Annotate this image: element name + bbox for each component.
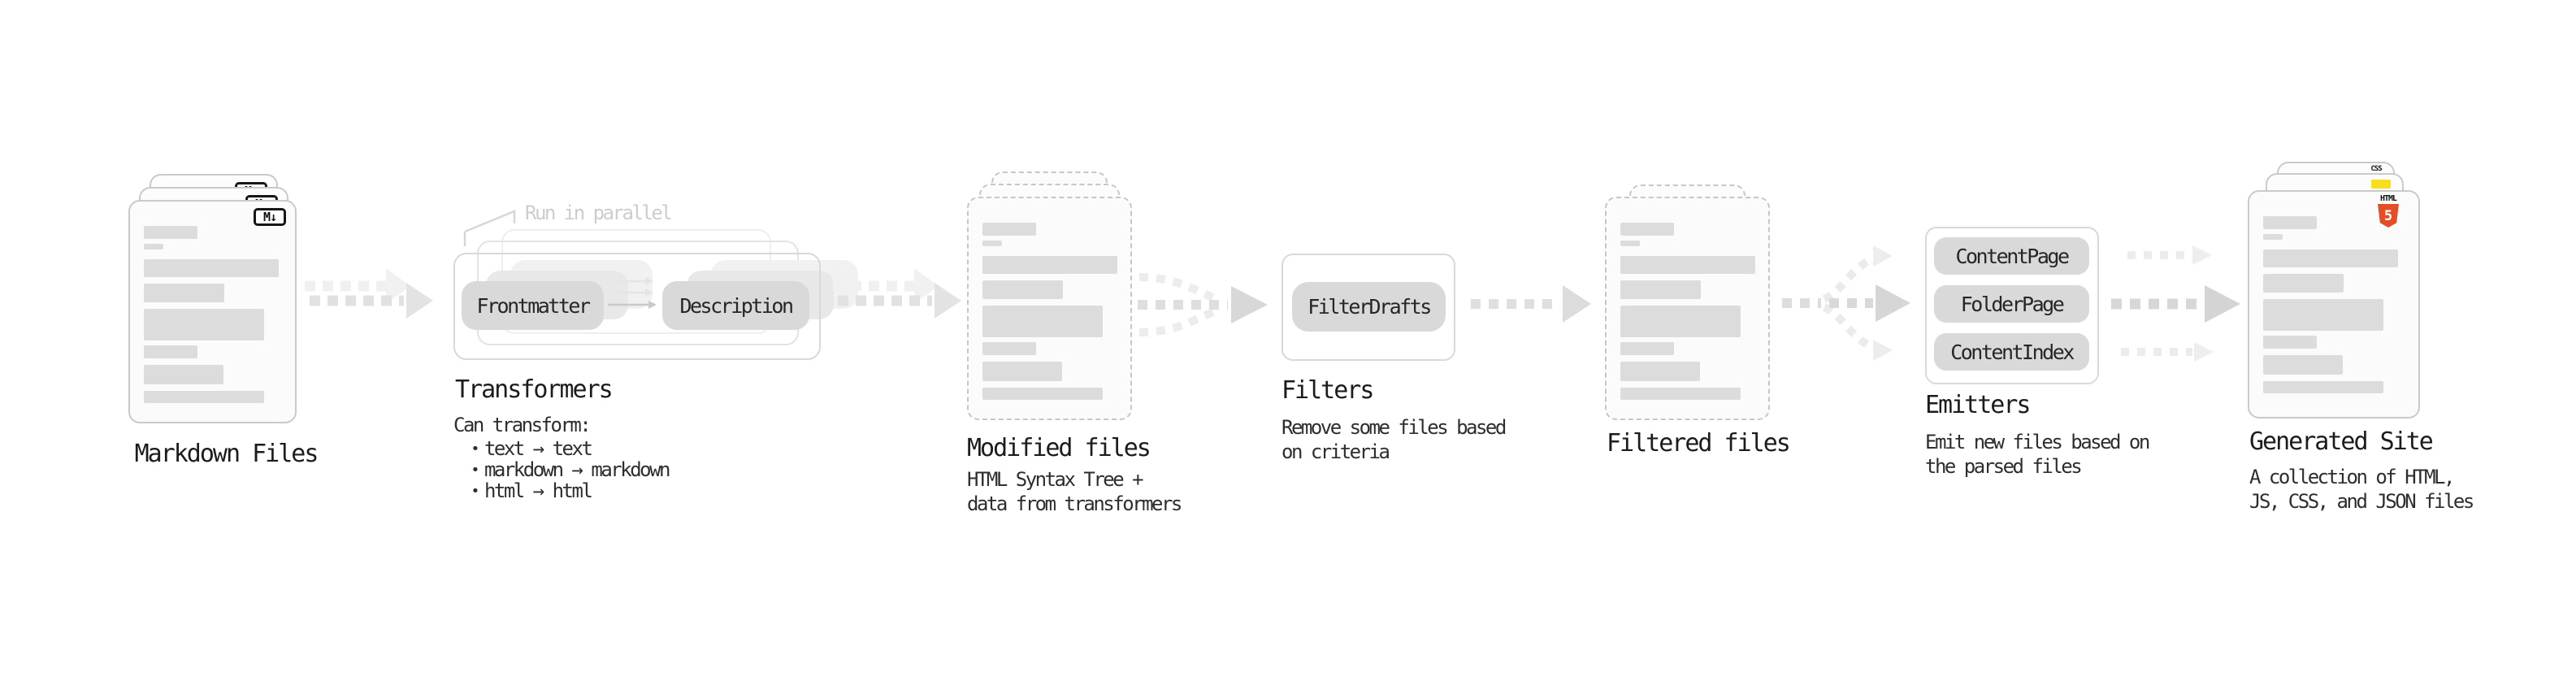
stage-desc-filters: Remove some files based on criteria bbox=[1281, 416, 1507, 463]
text-line-placeholder bbox=[1620, 223, 1674, 236]
text-line-placeholder bbox=[144, 365, 223, 384]
stage-desc-generated-site: A collection of HTML, JS, CSS, and JSON … bbox=[2249, 466, 2474, 513]
text-line-placeholder bbox=[1620, 388, 1741, 400]
bullet-glyph: • bbox=[471, 461, 479, 479]
stage-label-modified-files: Modified files bbox=[967, 434, 1151, 462]
modified-file-card-front bbox=[967, 197, 1132, 420]
bullet-glyph: • bbox=[471, 440, 479, 458]
flow-arrow-icon bbox=[305, 268, 433, 319]
text-line-placeholder bbox=[144, 345, 197, 358]
text-line-placeholder bbox=[1620, 256, 1755, 274]
html5-icon-shield: 5 bbox=[2378, 204, 2399, 228]
generated-file-card-front: HTML 5 bbox=[2248, 190, 2420, 419]
parallel-arrows-icon bbox=[608, 277, 657, 309]
bullet-item: • text → text bbox=[470, 438, 669, 459]
text-line-placeholder bbox=[982, 223, 1036, 236]
text-line-placeholder bbox=[144, 309, 264, 340]
stage-desc-modified-files: HTML Syntax Tree + data from transformer… bbox=[967, 468, 1182, 515]
text-line-placeholder bbox=[982, 256, 1117, 274]
html5-icon: HTML 5 bbox=[2371, 195, 2405, 231]
folderpage-pill: FolderPage bbox=[1934, 285, 2089, 323]
bullet-item: • html → html bbox=[470, 480, 669, 501]
text-line-placeholder bbox=[144, 284, 224, 302]
stage-transformers: Run in parallel Frontmatter Description … bbox=[453, 195, 858, 504]
text-line-placeholder bbox=[2263, 216, 2317, 229]
flow-arrow-icon bbox=[1471, 285, 1591, 323]
bullet-text: markdown → markdown bbox=[484, 458, 671, 481]
callout-line-icon bbox=[463, 210, 516, 246]
fanout-arrow-icon bbox=[1782, 245, 1910, 361]
text-line-placeholder bbox=[982, 306, 1103, 337]
stage-generated-site: CSS HTML 5 Generated Site A collection o… bbox=[2248, 162, 2475, 519]
stage-heading-filters: Filters bbox=[1281, 376, 1374, 405]
triple-arrow-icon bbox=[2111, 245, 2240, 362]
text-line-placeholder bbox=[1620, 241, 1640, 246]
text-line-placeholder bbox=[982, 362, 1062, 381]
text-line-placeholder bbox=[982, 241, 1002, 246]
text-line-placeholder bbox=[982, 342, 1036, 355]
text-line-placeholder bbox=[144, 391, 264, 403]
text-line-placeholder bbox=[982, 280, 1063, 299]
text-line-placeholder bbox=[2263, 336, 2317, 349]
filtered-file-card-front bbox=[1605, 197, 1770, 420]
css-icon-label: CSS bbox=[2370, 165, 2382, 173]
bullet-item: • markdown → markdown bbox=[470, 458, 671, 481]
html5-icon-label: HTML bbox=[2379, 194, 2397, 203]
stage-filters: FilterDrafts Filters Remove some files b… bbox=[1281, 254, 1525, 465]
merge-arrow-icon bbox=[1138, 273, 1268, 336]
markdown-file-card-front: M↓ bbox=[128, 200, 297, 423]
description-pill: Description bbox=[662, 281, 809, 330]
text-line-placeholder bbox=[1620, 362, 1700, 381]
text-line-placeholder bbox=[1620, 280, 1701, 299]
bullet-text: text → text bbox=[484, 437, 593, 460]
stage-markdown-files: M↓ M↓ M↓ Markdown Files bbox=[128, 174, 323, 475]
transformer-frame bbox=[453, 253, 821, 360]
stage-heading-emitters: Emitters bbox=[1925, 391, 2031, 419]
text-line-placeholder bbox=[2263, 234, 2283, 240]
flow-arrow-icon bbox=[833, 268, 961, 319]
stage-label-generated-site: Generated Site bbox=[2249, 427, 2434, 456]
text-line-placeholder bbox=[2263, 299, 2383, 331]
transform-bullet-list: • text → text • markdown → markdown • html … bbox=[470, 438, 671, 501]
frontmatter-pill: Frontmatter bbox=[462, 281, 604, 330]
stage-desc-emitters: Emit new files based on the parsed files bbox=[1925, 431, 2150, 478]
contentindex-pill: ContentIndex bbox=[1934, 333, 2089, 371]
text-line-placeholder bbox=[144, 244, 163, 249]
html5-icon-number: 5 bbox=[2383, 207, 2393, 224]
text-line-placeholder bbox=[144, 226, 197, 239]
bullet-glyph: • bbox=[471, 482, 479, 500]
markdown-icon: M↓ bbox=[254, 208, 286, 226]
text-line-placeholder bbox=[2263, 355, 2343, 375]
js-icon bbox=[2371, 180, 2391, 189]
stage-emitters: ContentPage FolderPage ContentIndex Emit… bbox=[1925, 227, 2169, 479]
text-line-placeholder bbox=[1620, 342, 1674, 355]
filterdrafts-pill: FilterDrafts bbox=[1292, 282, 1446, 332]
stage-label-markdown-files: Markdown Files bbox=[134, 440, 319, 468]
text-line-placeholder bbox=[982, 388, 1103, 400]
run-in-parallel-label: Run in parallel bbox=[525, 202, 673, 224]
text-line-placeholder bbox=[2263, 381, 2383, 393]
text-line-placeholder bbox=[2263, 274, 2344, 293]
text-line-placeholder bbox=[1620, 306, 1741, 337]
contentpage-pill: ContentPage bbox=[1934, 237, 2089, 275]
stage-label-filtered-files: Filtered files bbox=[1607, 429, 1791, 458]
stage-heading-transformers: Transformers bbox=[455, 375, 614, 404]
text-line-placeholder bbox=[144, 259, 279, 277]
stage-modified-files: Modified files HTML Syntax Tree + data f… bbox=[967, 171, 1195, 515]
can-transform-note: Can transform: bbox=[453, 414, 592, 436]
text-line-placeholder bbox=[2263, 249, 2398, 267]
bullet-text: html → html bbox=[484, 479, 593, 502]
stage-filtered-files: Filtered files bbox=[1605, 184, 1808, 469]
